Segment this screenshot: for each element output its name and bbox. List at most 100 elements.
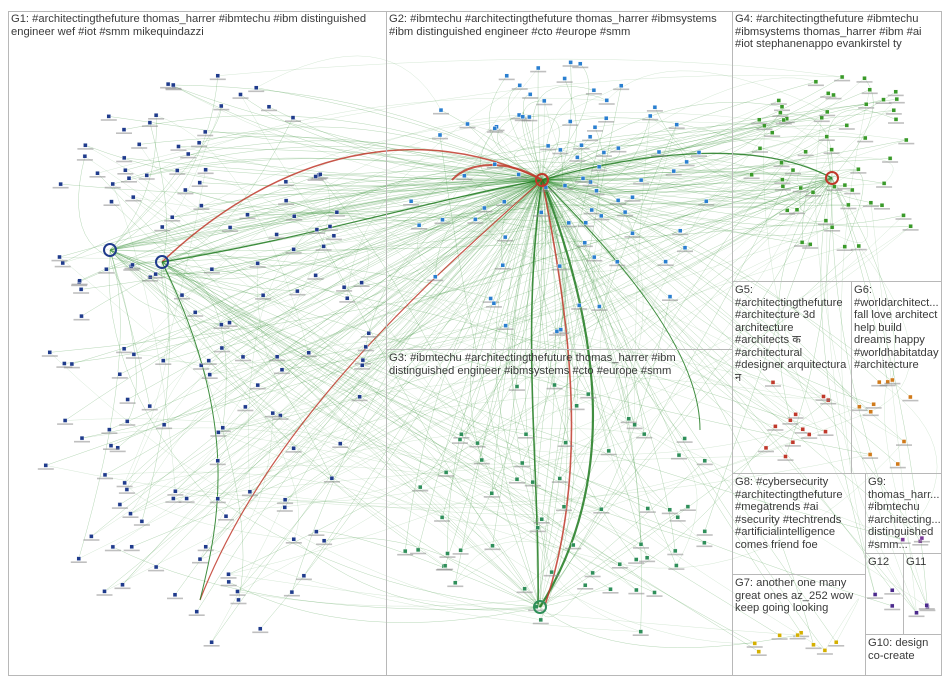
edge — [459, 100, 545, 440]
edge — [108, 116, 543, 181]
edge — [505, 177, 833, 326]
edge — [109, 117, 822, 251]
edge — [541, 179, 893, 591]
node-label-mark — [111, 507, 128, 509]
edge — [884, 381, 927, 606]
node-label-mark — [789, 637, 806, 640]
node-label-mark — [332, 446, 349, 448]
node-label-mark — [178, 501, 195, 503]
node-label-mark — [546, 387, 563, 390]
edge — [541, 91, 896, 181]
graph-node — [776, 98, 781, 103]
graph-node — [126, 175, 132, 181]
graph-node — [777, 633, 782, 638]
graph-node — [890, 377, 895, 383]
node-label-mark — [124, 267, 141, 270]
node-label-mark — [148, 118, 165, 120]
edge — [541, 179, 803, 430]
graph-node — [334, 210, 340, 215]
edge — [529, 115, 560, 181]
graph-node — [702, 458, 707, 463]
graph-node — [125, 419, 130, 424]
edge — [541, 169, 859, 181]
edge — [217, 179, 543, 461]
graph-node — [62, 361, 67, 366]
edge — [704, 177, 833, 532]
graph-node — [490, 543, 495, 548]
edge — [163, 222, 569, 364]
edge — [541, 179, 904, 227]
edge — [336, 190, 597, 233]
node-label-mark — [867, 597, 884, 599]
edge — [347, 298, 928, 607]
edge — [211, 179, 543, 270]
node-label-mark — [476, 210, 493, 213]
graph-node — [615, 198, 621, 203]
node-label-mark — [509, 389, 525, 391]
node-label-mark — [213, 327, 230, 329]
edge — [539, 506, 689, 608]
node-label-mark — [651, 154, 667, 157]
graph-node — [829, 147, 834, 152]
edge — [209, 337, 824, 397]
edge — [71, 179, 543, 365]
node-label-mark — [532, 622, 549, 625]
edge — [541, 119, 784, 181]
graph-node — [445, 551, 450, 556]
group-label-g10: G10: design co-create — [868, 637, 929, 662]
graph-node — [630, 195, 635, 200]
node-label-mark — [230, 602, 247, 605]
node-label-mark — [743, 177, 760, 180]
edge — [257, 263, 341, 444]
node-label-mark — [636, 436, 653, 439]
edge — [133, 179, 543, 355]
node-label-mark — [142, 280, 159, 282]
graph-node — [235, 589, 240, 594]
edge — [104, 179, 543, 592]
graph-node — [517, 83, 522, 88]
graph-node — [95, 170, 100, 176]
graph-node — [590, 570, 595, 576]
node-label-mark — [844, 192, 861, 195]
node-label-mark — [888, 101, 905, 104]
graph-node — [685, 504, 691, 509]
graph-node — [638, 542, 644, 547]
graph-node — [289, 589, 295, 595]
graph-node — [492, 126, 497, 131]
edge — [541, 179, 635, 425]
node-label-mark — [111, 377, 128, 379]
graph-node — [674, 122, 679, 127]
edge — [501, 179, 543, 266]
graph-node — [108, 443, 114, 448]
node-label-mark — [437, 568, 454, 571]
edge — [619, 441, 905, 569]
edge — [123, 179, 543, 350]
node-label-mark — [586, 259, 603, 262]
node-label-mark — [434, 222, 451, 225]
edge — [161, 261, 566, 443]
node-label-mark — [583, 212, 600, 215]
node-label-mark — [876, 186, 893, 188]
group-label-g8: G8: #cybersecurity #architectingthefutur… — [735, 476, 843, 551]
edge — [541, 179, 833, 236]
hub-node — [103, 243, 117, 257]
node-label-mark — [593, 512, 610, 514]
node-label-mark — [496, 204, 513, 207]
graph-node — [227, 225, 233, 230]
node-label-mark — [169, 173, 186, 175]
graph-node — [220, 425, 226, 430]
edge — [122, 200, 619, 585]
graph-node — [592, 125, 598, 130]
node-label-mark — [70, 561, 87, 563]
edge — [127, 179, 543, 400]
edge — [521, 179, 564, 464]
edge — [420, 486, 755, 644]
graph-node — [763, 445, 769, 451]
edge — [541, 102, 783, 181]
edge — [247, 179, 543, 216]
node-label-mark — [307, 278, 324, 280]
hub-edge — [451, 164, 543, 181]
node-label-mark — [74, 440, 90, 443]
edge — [441, 179, 543, 518]
graph-node — [437, 132, 443, 138]
